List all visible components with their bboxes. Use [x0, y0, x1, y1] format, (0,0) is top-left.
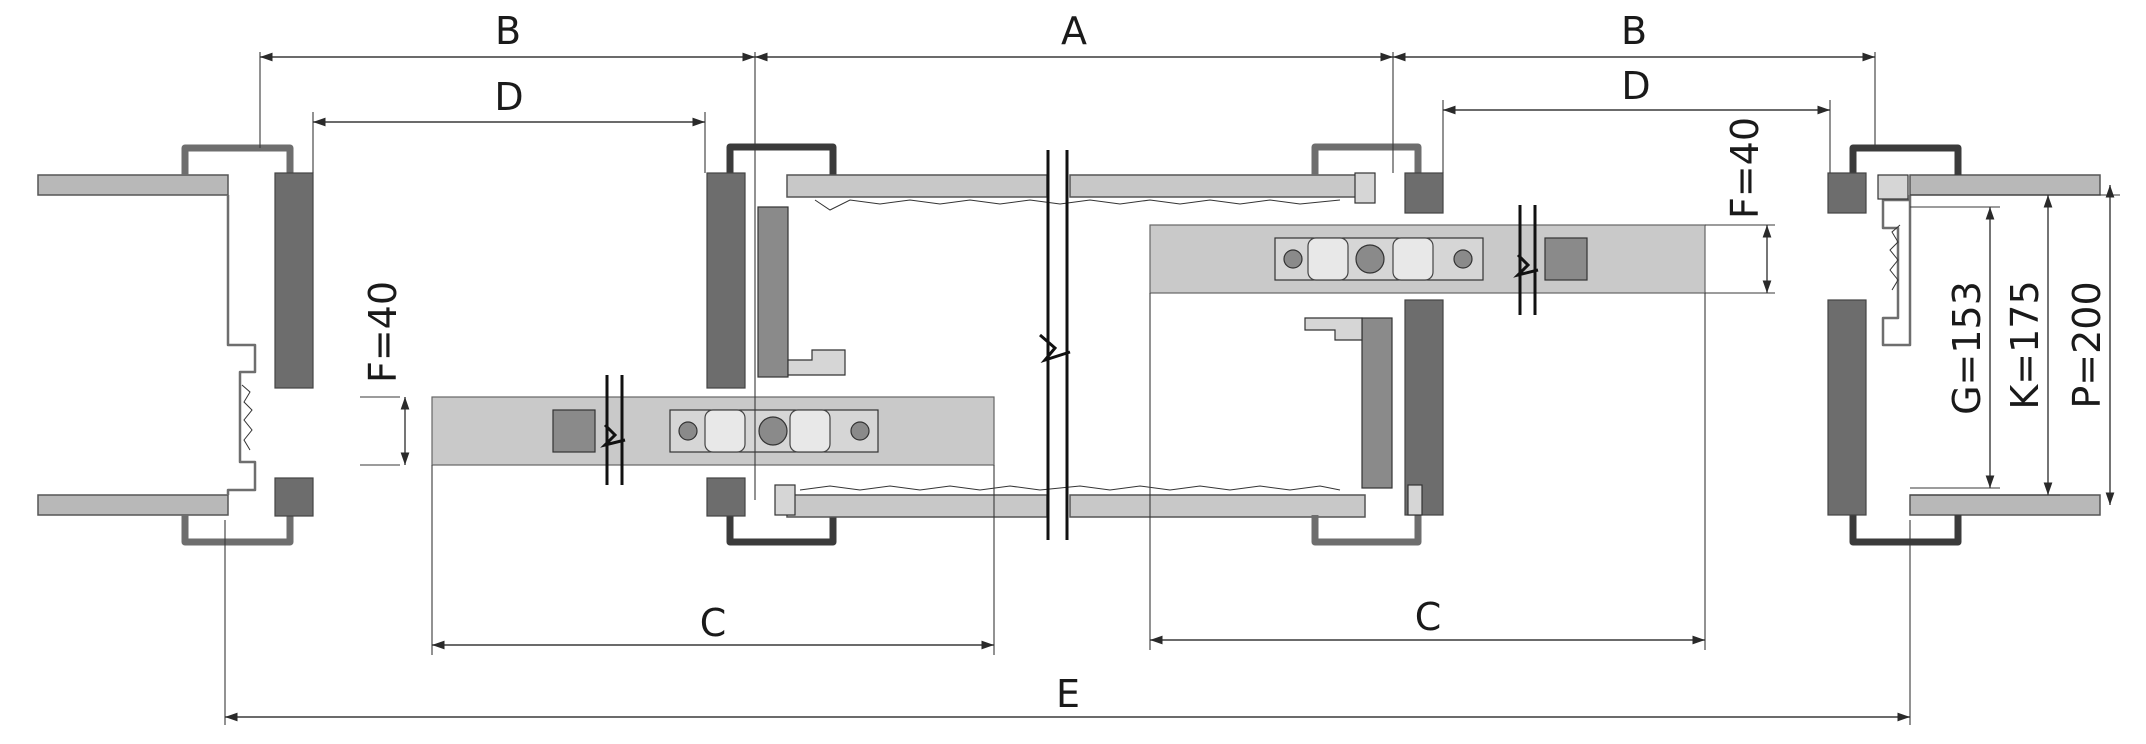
right-jamb-profile — [1881, 195, 1912, 347]
right-pocket-stop — [1354, 172, 1376, 204]
label-d-left: D — [494, 75, 523, 119]
left-pocket-teeth-bottom — [799, 485, 1341, 491]
label-c-left: C — [700, 601, 727, 645]
right-frame-top — [1849, 144, 1962, 175]
left-track-carriage — [552, 409, 596, 453]
left-pocket-frame — [706, 143, 1371, 546]
left-wall-bottom — [37, 494, 229, 516]
left-frame-top — [181, 144, 294, 175]
left-pocket-panel-top-b — [1069, 174, 1371, 198]
label-c-right: C — [1415, 595, 1442, 639]
right-jamb-stop — [1877, 174, 1909, 200]
left-pocket-panel-top — [786, 174, 1048, 198]
extension-lines — [224, 52, 2120, 725]
label-b-left: B — [495, 9, 521, 53]
left-jamb-clip — [241, 384, 253, 451]
label-p: P=200 — [2065, 281, 2109, 408]
left-track-assembly — [431, 375, 995, 485]
left-pocket-stop — [774, 484, 796, 516]
right-wall-top — [1909, 174, 2101, 196]
right-track-assembly — [1149, 205, 1706, 315]
left-jamb-profile — [226, 195, 257, 495]
right-track-roller-1 — [1307, 237, 1349, 281]
dimension-lines — [224, 52, 2120, 725]
left-track-roller-1 — [704, 409, 746, 453]
right-pocket-frame — [1304, 143, 1444, 546]
left-pocket-panel-bottom-b — [1069, 494, 1366, 518]
right-track-wheel-center — [1355, 244, 1385, 274]
left-pocket-jamb-lower — [706, 477, 746, 517]
label-e: E — [1056, 672, 1080, 716]
left-pocket-bracket — [787, 349, 846, 376]
left-pocket-panel-bottom — [786, 494, 1048, 518]
right-pocket-hinge-post — [1361, 317, 1393, 489]
right-pocket-bracket — [1304, 317, 1363, 341]
right-pocket-jamb-lower — [1404, 299, 1444, 516]
label-f-left: F=40 — [361, 281, 405, 383]
center-break-symbol — [1039, 150, 1071, 540]
left-track-wheel-center — [758, 416, 788, 446]
left-jamb-lower — [274, 477, 314, 517]
right-jamb-upper — [1827, 172, 1867, 214]
left-track-wheel-right — [850, 421, 870, 441]
right-track-break-symbol — [1513, 205, 1539, 315]
right-pocket-stop-lower — [1407, 484, 1423, 516]
label-b-right: B — [1621, 9, 1647, 53]
left-wall-top — [37, 174, 229, 196]
left-jamb-upper — [274, 172, 314, 389]
label-g: G=153 — [1945, 281, 1989, 415]
right-track-carriage — [1544, 237, 1588, 281]
left-track-break-symbol — [600, 375, 626, 485]
left-track-roller-2 — [789, 409, 831, 453]
right-track-roller-2 — [1392, 237, 1434, 281]
label-a: A — [1061, 9, 1087, 53]
right-pocket-frame-bottom — [1311, 515, 1422, 546]
right-pocket-frame-top — [1311, 143, 1422, 175]
left-pocket-hinge-post — [757, 206, 789, 378]
label-d-right: D — [1621, 64, 1650, 108]
label-f-right: F=40 — [1723, 117, 1767, 219]
right-pocket-jamb-upper — [1404, 172, 1444, 214]
right-wall-bottom — [1909, 494, 2101, 516]
left-frame-bottom — [181, 515, 294, 546]
left-wall-assembly — [37, 144, 314, 546]
right-wall-assembly — [1827, 144, 2101, 546]
right-track-wheel-right — [1453, 249, 1473, 269]
left-pocket-jamb-upper — [706, 172, 746, 389]
right-jamb-clip — [1889, 224, 1901, 291]
right-jamb-lower — [1827, 299, 1867, 516]
left-pocket-teeth-top — [814, 199, 1341, 211]
right-track-wheel-left — [1283, 249, 1303, 269]
label-k: K=175 — [2003, 280, 2047, 409]
right-frame-bottom — [1849, 515, 1962, 546]
dimension-labels: B A B D D C C E F=40 F=40 G=153 K=175 P=… — [361, 9, 2109, 716]
left-track-wheel-left — [678, 421, 698, 441]
